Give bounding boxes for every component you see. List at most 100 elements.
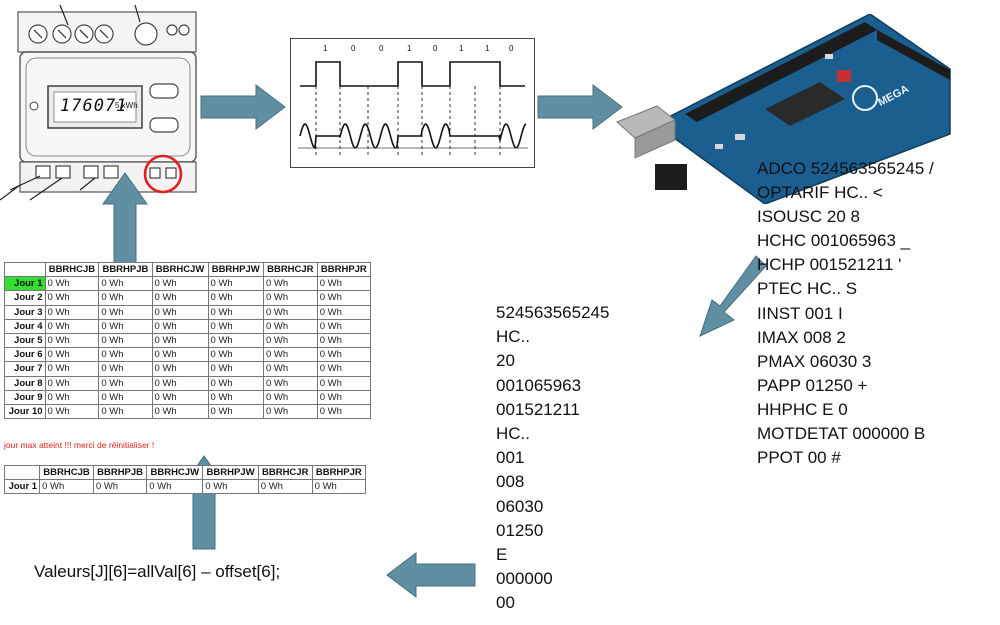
bit-label: 0 [379, 44, 384, 53]
parsed-value: HC.. [496, 424, 530, 444]
bit-label: 0 [433, 44, 438, 53]
table-cell: 0 Wh [44, 389, 100, 405]
table-cell: 0 Wh [262, 403, 318, 420]
row-label: Jour 1 [3, 479, 41, 495]
row-label: Jour 8 [4, 375, 46, 391]
table-cell: 0 Wh [44, 361, 100, 377]
table-cell: 0 Wh [257, 479, 313, 495]
column-header: BBRHPJB [98, 261, 153, 278]
table-cell: 0 Wh [262, 389, 318, 405]
table-cell: 0 Wh [262, 347, 318, 363]
frame-line: PAPP 01250 + [757, 375, 868, 395]
column-header: BBRHCJR [262, 261, 318, 278]
bit-label: 1 [459, 44, 464, 53]
column-header: BBRHPJW [202, 464, 259, 481]
table-cell: 0 Wh [262, 304, 318, 320]
table-cell: 0 Wh [44, 304, 100, 320]
table-cell: 0 Wh [262, 276, 318, 292]
parsed-value: 06030 [496, 496, 544, 516]
table-cell: 0 Wh [151, 332, 209, 349]
parsed-value: 00 [496, 593, 515, 613]
frame-line: OPTARIF HC.. < [757, 183, 883, 203]
table-cell: 0 Wh [316, 290, 372, 306]
table-cell: 0 Wh [151, 304, 209, 320]
row-label: Jour 10 [4, 403, 46, 420]
table-cell: 0 Wh [207, 332, 264, 349]
table-cell: 0 Wh [316, 276, 372, 292]
parsed-value: 001 [496, 448, 525, 468]
table-cell: 0 Wh [98, 290, 153, 306]
table-cell: 0 Wh [311, 479, 367, 495]
table-cell: 0 Wh [207, 276, 264, 292]
table-cell: 0 Wh [98, 361, 153, 377]
row-label: Jour 7 [4, 361, 46, 377]
table-cell: 0 Wh [316, 403, 372, 420]
table-cell: 0 Wh [98, 389, 153, 405]
column-header: BBRHCJR [257, 464, 313, 481]
row-label: Jour 9 [4, 389, 46, 405]
row-label: Jour 2 [4, 290, 46, 306]
table-cell: 0 Wh [39, 479, 94, 495]
parsed-value: 008 [496, 472, 525, 492]
table-cell: 0 Wh [207, 347, 264, 363]
meter-drawing [0, 4, 197, 201]
table-cell: 0 Wh [44, 347, 100, 363]
table-cell: 0 Wh [146, 479, 204, 495]
frame-line: HCHP 001521211 ' [757, 255, 902, 275]
table-cell: 0 Wh [207, 375, 264, 391]
table-cell: 0 Wh [316, 347, 372, 363]
bit-label: 0 [509, 44, 514, 53]
parsed-value: 20 [496, 351, 515, 371]
table-cell: 0 Wh [92, 479, 148, 495]
meter-display-suffix: 5 kWh [115, 101, 138, 110]
frame-line: MOTDETAT 000000 B [757, 424, 926, 444]
frame-line: PPOT 00 # [757, 448, 841, 468]
frame-line: PTEC HC.. S [757, 279, 858, 299]
table-cell: 0 Wh [44, 318, 100, 334]
table-cell: 0 Wh [202, 479, 259, 495]
bit-label: 0 [351, 44, 356, 53]
table-cell: 0 Wh [151, 389, 209, 405]
parsed-value: 01250 [496, 520, 544, 540]
table-cell: 0 Wh [207, 318, 264, 334]
table-cell: 0 Wh [151, 347, 209, 363]
table-cell: 0 Wh [262, 290, 318, 306]
frame-line: ISOUSC 20 8 [757, 207, 860, 227]
table-cell: 0 Wh [98, 347, 153, 363]
frame-line: PMAX 06030 3 [757, 351, 872, 371]
column-header: BBRHCJB [39, 464, 94, 481]
column-header: BBRHPJR [316, 261, 372, 278]
table-cell: 0 Wh [151, 290, 209, 306]
arrow-values-to-code [386, 552, 476, 598]
table-cell: 0 Wh [98, 375, 153, 391]
bit-label: 1 [485, 44, 490, 53]
waveform-drawing [290, 38, 535, 168]
electricity-meter: 176071 5 kWh [0, 0, 210, 205]
teleinfo-frame-list: ADCO 524563565245 /OPTARIF HC.. <ISOUSC … [757, 157, 934, 470]
table-cell: 0 Wh [262, 361, 318, 377]
column-header: BBRHCJW [151, 261, 209, 278]
arrow-table-to-meter [102, 172, 148, 267]
table-cell: 0 Wh [207, 403, 264, 420]
arduino-mega-board: MEGA [615, 14, 955, 204]
table-cell: 0 Wh [151, 318, 209, 334]
table-cell: 0 Wh [316, 389, 372, 405]
table-cell: 0 Wh [98, 332, 153, 349]
arrow-meter-to-signal [200, 84, 286, 130]
parsed-value: E [496, 545, 508, 565]
column-header: BBRHCJB [44, 261, 100, 278]
table-cell: 0 Wh [151, 403, 209, 420]
frame-line: HCHC 001065963 _ [757, 231, 911, 251]
corner-header [4, 261, 46, 278]
table-cell: 0 Wh [151, 375, 209, 391]
table-cell: 0 Wh [316, 375, 372, 391]
